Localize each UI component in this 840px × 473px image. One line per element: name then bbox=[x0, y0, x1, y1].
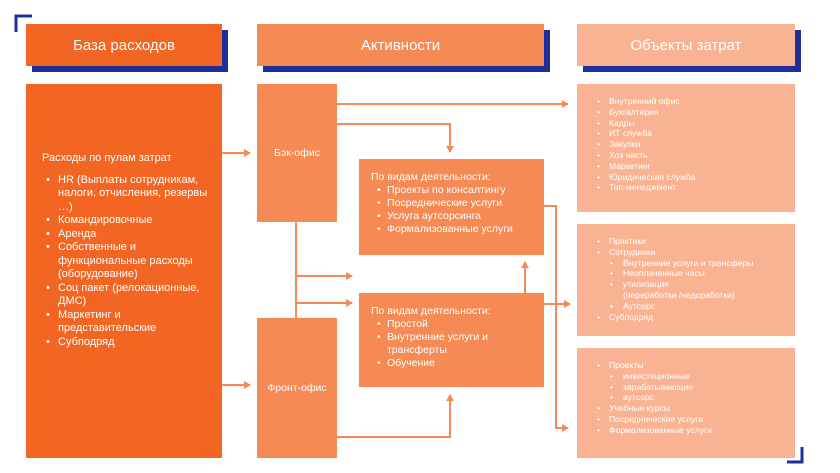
object-item: Внутренний офис bbox=[597, 96, 787, 107]
object-subitem: Внутренние услуги и трансферы bbox=[597, 258, 787, 269]
object-subitem: аутсорс bbox=[597, 392, 787, 403]
objects-1-list: Внутренний офис Бухгалтерия Кадры ИТ слу… bbox=[597, 96, 787, 193]
activity-item: Услуга аутсорсинга bbox=[377, 210, 534, 223]
activity-item: Простой bbox=[377, 318, 534, 331]
activity-item: Посреднические услуги bbox=[377, 197, 534, 210]
object-item: Хоз часть bbox=[597, 150, 787, 161]
object-item: Сотрудники bbox=[597, 247, 787, 258]
activity-box-top: По видам деятельности: Проекты по консал… bbox=[359, 159, 544, 255]
object-item: Кадры bbox=[597, 118, 787, 129]
objects-2-list: Практики Сотрудники Внутренние услуги и … bbox=[597, 236, 787, 322]
bottom-right-bracket bbox=[787, 447, 804, 464]
cost-base-item: Собственные и функциональные расходы (об… bbox=[46, 241, 212, 282]
activity-bottom-list: Простой Внутренние услуги и трансферты О… bbox=[371, 318, 534, 370]
top-left-bracket bbox=[14, 14, 32, 32]
cost-base-item: Маркетинг и представительские bbox=[46, 309, 212, 336]
object-item: Практики bbox=[597, 236, 787, 247]
arrow-backoffice-to-activity-top bbox=[337, 123, 454, 153]
object-item: Бухгалтерия bbox=[597, 107, 787, 118]
arrow-activity-top-to-objects3 bbox=[544, 205, 569, 432]
cost-base-title: Расходы по пулам затрат bbox=[42, 152, 172, 164]
cost-base-item: Соц пакет (релокационные, ДМС) bbox=[46, 282, 212, 309]
object-item: Закупки bbox=[597, 139, 787, 150]
objects-box-1: Внутренний офис Бухгалтерия Кадры ИТ слу… bbox=[577, 84, 795, 212]
front-office-box: Фронт-офис bbox=[257, 318, 337, 458]
object-item: Субподряд bbox=[597, 312, 787, 323]
cost-base-list: HR (Выплаты сотрудникам, налоги, отчисле… bbox=[42, 174, 212, 350]
activity-item: Формализованные услуги bbox=[377, 223, 534, 236]
back-office-box: Бэк-офис bbox=[257, 84, 337, 222]
activity-item: Проекты по консалтингу bbox=[377, 184, 534, 197]
object-item: Юридическая служба bbox=[597, 172, 787, 183]
cost-base-item: Субподряд bbox=[46, 336, 212, 350]
object-subitem: утилизация bbox=[597, 279, 787, 290]
header-cost-base: База расходов bbox=[26, 24, 222, 66]
objects-box-3: Проекты инвестиционные зарабатывающие ау… bbox=[577, 348, 795, 458]
header-cost-objects: Объекты затрат bbox=[577, 24, 795, 66]
arrow-frontoffice-to-activity-bottom bbox=[337, 394, 454, 438]
cost-base-box: Расходы по пулам затрат HR (Выплаты сотр… bbox=[26, 84, 222, 458]
arrow-backoffice-to-activity-bottom bbox=[295, 222, 353, 307]
object-item: Учебные курсы bbox=[597, 403, 787, 414]
header-activities: Активности bbox=[257, 24, 544, 66]
cost-base-item: HR (Выплаты сотрудникам, налоги, отчисле… bbox=[46, 174, 212, 215]
object-item: Формализованные услуги bbox=[597, 425, 787, 436]
activity-item: Обучение bbox=[377, 357, 534, 370]
objects-3-list: Проекты инвестиционные зарабатывающие ау… bbox=[597, 360, 787, 436]
activity-bottom-title: По видам деятельности: bbox=[371, 305, 491, 317]
object-item: Маркетинг bbox=[597, 161, 787, 172]
activity-top-list: Проекты по консалтингу Посреднические ус… bbox=[371, 184, 534, 236]
object-subitem-continuation: (переработки /недоработки) bbox=[623, 289, 735, 300]
object-subitem: инвестиционные bbox=[597, 371, 787, 382]
object-item: Посреднические услуги bbox=[597, 414, 787, 425]
objects-box-2: Практики Сотрудники Внутренние услуги и … bbox=[577, 224, 795, 336]
object-item: Топ-менеджмент bbox=[597, 182, 787, 193]
object-subitem: зарабатывающие bbox=[597, 382, 787, 393]
object-item: Проекты bbox=[597, 360, 787, 371]
object-item: ИТ служба bbox=[597, 128, 787, 139]
activity-box-bottom: По видам деятельности: Простой Внутренни… bbox=[359, 293, 544, 387]
activity-top-title: По видам деятельности: bbox=[371, 171, 491, 183]
arrow-frontoffice-to-activity-top bbox=[295, 272, 353, 318]
cost-base-item: Командировочные bbox=[46, 214, 212, 228]
object-subitem: Аутсорс bbox=[597, 301, 787, 312]
activity-item: Внутренние услуги и трансферты bbox=[377, 331, 507, 357]
object-subitem: Неоплаченные часы bbox=[597, 268, 787, 279]
cost-base-item: Аренда bbox=[46, 228, 212, 242]
